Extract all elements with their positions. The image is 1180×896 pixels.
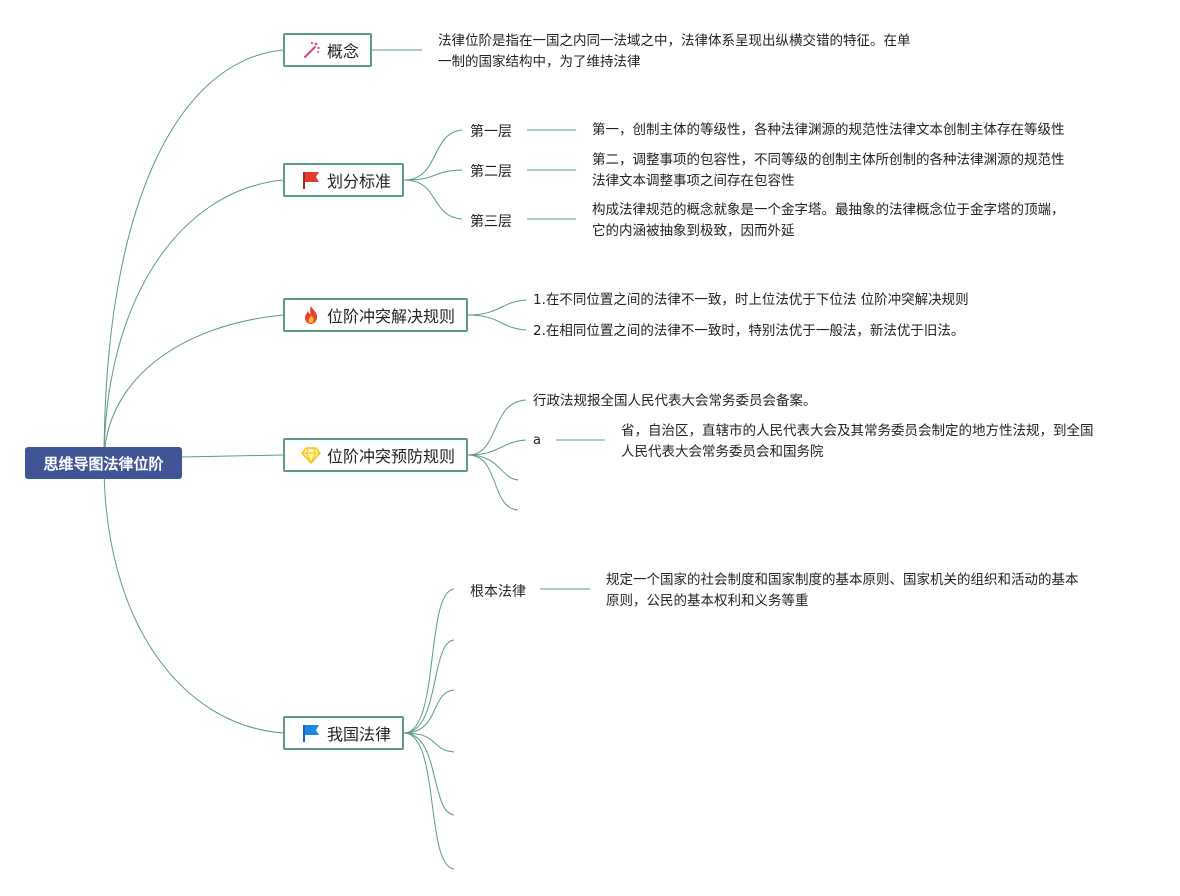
topic-our-law[interactable]: 我国法律	[283, 716, 404, 750]
topic-division[interactable]: 划分标准	[283, 163, 404, 197]
text-line: 法律位阶是指在一国之内同一法域之中，法律体系呈现出纵横交错的特征。在单	[438, 33, 911, 49]
topic-concept[interactable]: 概念	[283, 33, 372, 67]
root-topic[interactable]: 思维导图法律位阶	[25, 447, 182, 479]
topic-label: 划分标准	[327, 172, 392, 191]
topic-conflict-rules[interactable]: 位阶冲突解决规则	[283, 298, 468, 332]
conflict-rule-1[interactable]: 1.在不同位置之间的法律不一致，时上位法优于下位法 位阶冲突解决规则	[533, 292, 969, 308]
division-level-2[interactable]: 第二层	[470, 164, 512, 180]
division-level-3[interactable]: 第三层	[470, 214, 512, 230]
division-level-1-text: 第一，创制主体的等级性，各种法律渊源的规范性法律文本创制主体存在等级性	[592, 120, 1065, 141]
division-level-3-text: 构成法律规范的概念就象是一个金字塔。最抽象的法律概念位于金字塔的顶端， 它的内涵…	[592, 200, 1065, 242]
red-flag-icon	[301, 170, 321, 190]
text-line: 一制的国家结构中，为了维持法律	[438, 54, 641, 70]
our-law-fundamental-text: 规定一个国家的社会制度和国家制度的基本原则、国家机关的组织和活动的基本 原则，公…	[606, 570, 1079, 612]
topic-label: 概念	[327, 42, 360, 61]
conflict-rule-2[interactable]: 2.在相同位置之间的法律不一致时，特别法优于一般法，新法优于旧法。	[533, 323, 965, 339]
concept-text: 法律位阶是指在一国之内同一法域之中，法律体系呈现出纵横交错的特征。在单 一制的国…	[438, 31, 911, 73]
text-line: 第一，创制主体的等级性，各种法律渊源的规范性法律文本创制主体存在等级性	[592, 122, 1065, 138]
text-line: 规定一个国家的社会制度和国家制度的基本原则、国家机关的组织和活动的基本	[606, 572, 1079, 588]
topic-label: 位阶冲突预防规则	[327, 447, 456, 466]
gem-icon	[301, 445, 321, 465]
text-line: 构成法律规范的概念就象是一个金字塔。最抽象的法律概念位于金字塔的顶端，	[592, 202, 1065, 218]
blue-flag-icon	[301, 723, 321, 743]
division-level-2-text: 第二，调整事项的包容性，不同等级的创制主体所创制的各种法律渊源的规范性 法律文本…	[592, 150, 1065, 192]
text-line: 第二，调整事项的包容性，不同等级的创制主体所创制的各种法律渊源的规范性	[592, 152, 1065, 168]
topic-prevention-rules[interactable]: 位阶冲突预防规则	[283, 438, 468, 472]
text-line: 省，自治区，直辖市的人民代表大会及其常务委员会制定的地方性法规，到全国	[621, 423, 1094, 439]
division-level-1[interactable]: 第一层	[470, 124, 512, 140]
topic-label: 位阶冲突解决规则	[327, 307, 456, 326]
fire-icon	[301, 305, 321, 325]
prevention-rule-a[interactable]: a	[533, 433, 541, 448]
prevention-rule-a-text: 省，自治区，直辖市的人民代表大会及其常务委员会制定的地方性法规，到全国 人民代表…	[621, 421, 1094, 463]
our-law-fundamental[interactable]: 根本法律	[470, 584, 526, 600]
text-line: 它的内涵被抽象到极致，因而外延	[592, 223, 795, 239]
text-line: 原则，公民的基本权利和义务等重	[606, 593, 809, 609]
topic-label: 我国法律	[327, 725, 392, 744]
magic-sparkle-icon	[301, 40, 321, 60]
text-line: 法律文本调整事项之间存在包容性	[592, 173, 795, 189]
prevention-rule-1[interactable]: 行政法规报全国人民代表大会常务委员会备案。	[533, 393, 817, 409]
text-line: 人民代表大会常务委员会和国务院	[621, 444, 824, 460]
